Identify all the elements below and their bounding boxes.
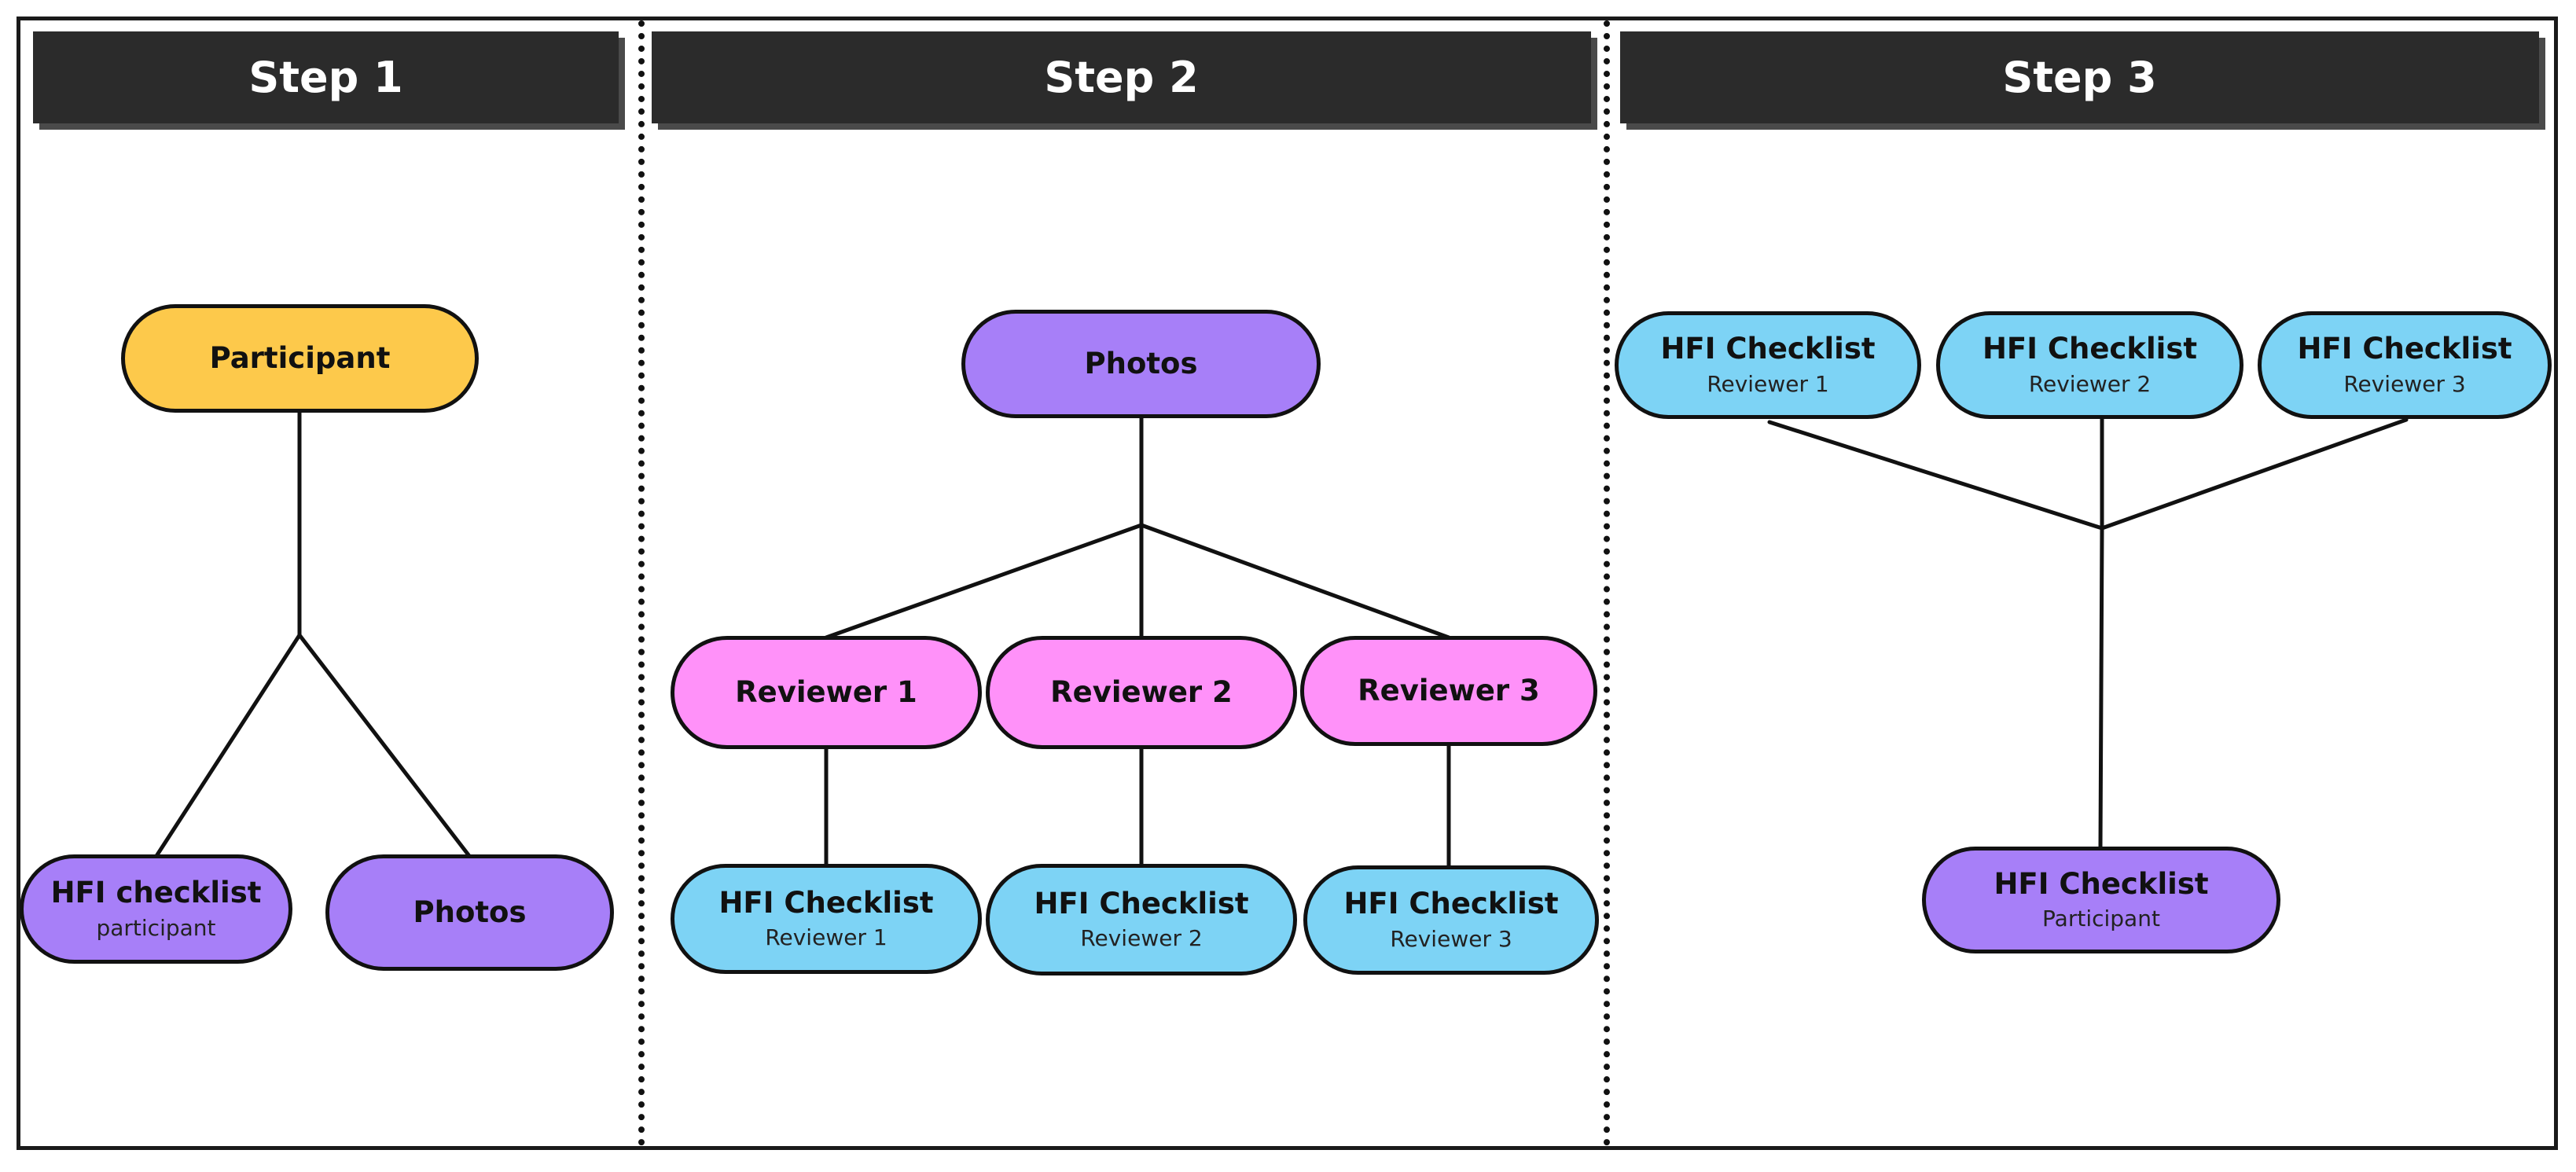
step2-hfi-checklist-reviewer3-node: HFI Checklist Reviewer 3 xyxy=(1303,865,1599,975)
line-hfi-reviewer1-to-merge xyxy=(1767,420,2104,531)
node-sublabel: Participant xyxy=(2042,906,2160,932)
node-label: Participant xyxy=(209,340,391,375)
node-label: HFI Checklist xyxy=(1343,887,1559,921)
line-fork-to-reviewer1 xyxy=(824,523,1144,640)
diagram-frame xyxy=(17,17,2558,1150)
divider-step1-step2 xyxy=(638,20,645,1146)
node-sublabel: Reviewer 1 xyxy=(1707,370,1829,397)
step2-banner: Step 2 xyxy=(652,31,1591,123)
step2-hfi-checklist-reviewer1-node: HFI Checklist Reviewer 1 xyxy=(671,864,982,974)
step3-hfi-checklist-participant-node: HFI Checklist Participant xyxy=(1922,847,2280,953)
node-label: HFI Checklist xyxy=(1994,866,2209,901)
line-hfi-reviewer3-to-merge xyxy=(2100,417,2409,531)
node-label: HFI Checklist xyxy=(1034,886,1249,920)
line-merge-to-hfi-participant xyxy=(2098,526,2104,851)
step3-title: Step 3 xyxy=(2002,53,2157,102)
step1-title: Step 1 xyxy=(248,53,403,102)
node-label: Reviewer 3 xyxy=(1358,673,1540,707)
node-label: Photos xyxy=(1084,346,1198,380)
node-sublabel: Reviewer 3 xyxy=(2343,370,2466,397)
step3-hfi-checklist-reviewer2-node: HFI Checklist Reviewer 2 xyxy=(1936,311,2243,419)
step3-banner: Step 3 xyxy=(1620,31,2539,123)
node-label: HFI Checklist xyxy=(1660,332,1876,366)
node-sublabel: Reviewer 2 xyxy=(1080,925,1203,952)
node-label: Reviewer 2 xyxy=(1050,674,1233,709)
step2-hfi-checklist-reviewer2-node: HFI Checklist Reviewer 2 xyxy=(986,864,1297,975)
node-sublabel: Reviewer 1 xyxy=(765,924,887,951)
step1-participant-node: Participant xyxy=(121,304,479,413)
step3-hfi-checklist-reviewer1-node: HFI Checklist Reviewer 1 xyxy=(1615,311,1921,419)
step3-hfi-checklist-reviewer3-node: HFI Checklist Reviewer 3 xyxy=(2258,311,2552,419)
divider-step2-step3 xyxy=(1604,20,1610,1146)
node-label: Reviewer 1 xyxy=(735,674,917,709)
node-label: HFI checklist xyxy=(50,876,262,910)
step1-banner: Step 1 xyxy=(33,31,619,123)
node-label: HFI Checklist xyxy=(2297,332,2512,366)
node-label: HFI Checklist xyxy=(1982,332,2198,366)
node-sublabel: Reviewer 3 xyxy=(1390,925,1512,952)
step2-title: Step 2 xyxy=(1044,53,1199,102)
line-fork-to-reviewer3 xyxy=(1139,523,1451,640)
step2-reviewer3-node: Reviewer 3 xyxy=(1300,636,1597,746)
node-sublabel: Reviewer 2 xyxy=(2028,370,2152,397)
line-fork-to-hfi-participant xyxy=(154,633,302,858)
node-label: Photos xyxy=(413,895,527,929)
step2-reviewer2-node: Reviewer 2 xyxy=(986,636,1297,749)
node-sublabel: participant xyxy=(96,914,216,941)
node-label: HFI Checklist xyxy=(718,885,934,920)
step1-photos-node: Photos xyxy=(325,854,614,971)
line-fork-to-photos xyxy=(297,633,472,858)
step1-hfi-checklist-participant-node: HFI checklist participant xyxy=(20,854,292,964)
step2-photos-node: Photos xyxy=(961,310,1321,418)
step2-reviewer1-node: Reviewer 1 xyxy=(671,636,982,749)
